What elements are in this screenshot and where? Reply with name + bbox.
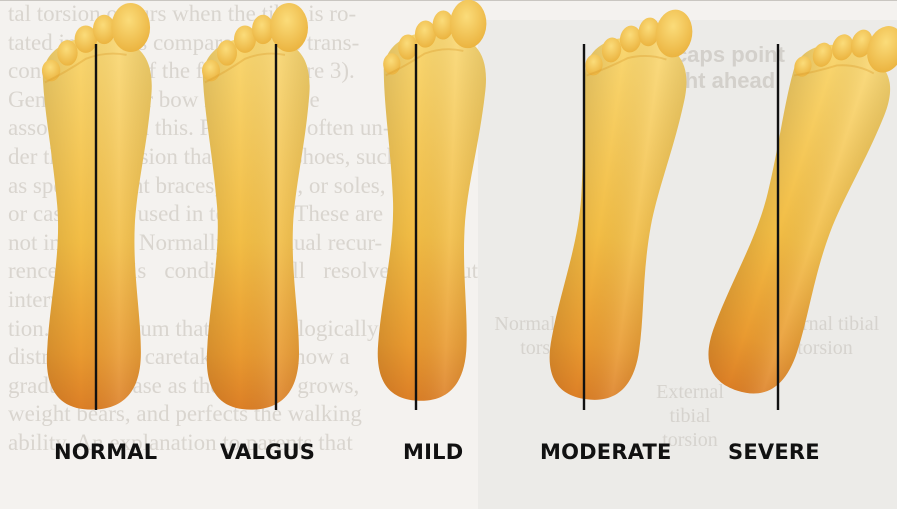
foot-valgus [202, 3, 310, 410]
foot-severe [693, 1, 897, 407]
foot-moderate [539, 0, 697, 407]
label-valgus: VALGUS [220, 440, 315, 464]
label-normal: NORMAL [54, 440, 157, 464]
label-moderate: MODERATE [540, 440, 672, 464]
label-mild: MILD [403, 440, 463, 464]
foot-mild [371, 0, 488, 403]
label-severe: SEVERE [728, 440, 820, 464]
